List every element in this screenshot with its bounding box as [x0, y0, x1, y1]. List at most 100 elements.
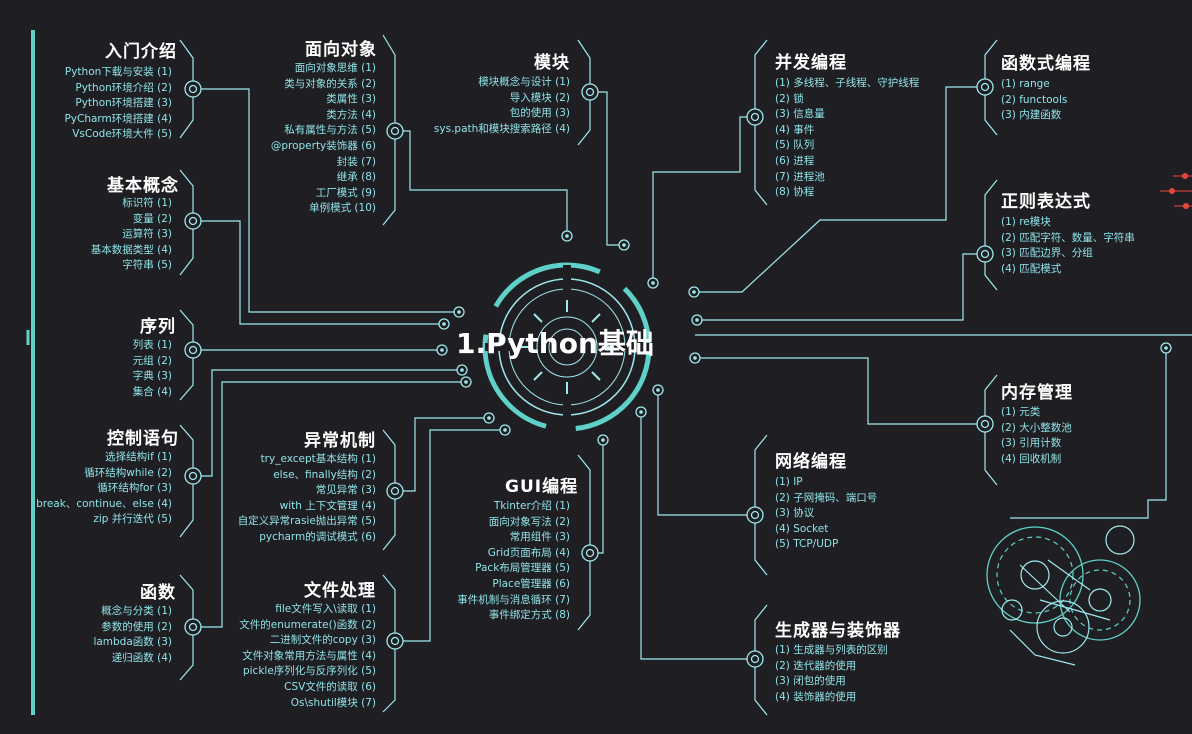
list-item: (5) 队列 [775, 139, 815, 152]
list-item: 工厂模式 (9) [315, 186, 376, 199]
connector-dot-core [440, 348, 444, 352]
list-item: (5) TCP/UDP [775, 538, 839, 551]
list-item: 列表 (1) [132, 339, 172, 351]
list-item: pickle序列化与反序列化 (5) [242, 665, 376, 678]
connector-dot-core [565, 234, 569, 238]
list-item: (1) re模块 [1001, 216, 1051, 228]
module-list: 模块概念与设计 (1) 导入模块 (2) 包的使用 (3) sys.path和模… [434, 75, 570, 137]
connector-dot-core [651, 281, 655, 285]
list-item: 文件对象常用方法与属性 (4) [242, 649, 376, 662]
list-item: file文件写入\读取 (1) [275, 603, 376, 615]
list-item: (7) 进程池 [775, 170, 825, 183]
list-item: with 上下文管理 (4) [279, 499, 376, 512]
list-item: 自定义异常rasie抛出异常 (5) [237, 515, 376, 528]
list-item: sys.path和模块搜索路径 (4) [433, 122, 570, 135]
basics-title: 基本概念 [107, 176, 179, 196]
branch-hub-core [750, 510, 760, 520]
list-item: PyCharm环境搭建 (4) [64, 112, 172, 125]
network-list: (1) IP (2) 子网掩码、端口号 (3) 协议 (4) Socket (5… [775, 475, 877, 553]
basics-list: 标识符 (1) 变量 (2) 运算符 (3) 基本数据类型 (4) 字符串 (5… [91, 196, 172, 274]
branch-hub-core [585, 87, 595, 97]
memory-title: 内存管理 [1001, 383, 1073, 403]
list-item: pycharm的调试模式 (6) [259, 530, 376, 543]
branch-hub-core [188, 345, 198, 355]
list-item: (3) 内建函数 [1001, 109, 1062, 122]
list-item: 递归函数 (4) [111, 651, 172, 664]
list-item: (1) 生成器与列表的区别 [775, 644, 888, 656]
list-item: (3) 闭包的使用 [775, 675, 846, 688]
list-item: else、finally结构 (2) [273, 468, 376, 481]
regex-list: (1) re模块 (2) 匹配字符、数量、字符串 (3) 匹配边界、分组 (4)… [1001, 215, 1135, 277]
intro-list: Python下载与安装 (1) Python环境介绍 (2) Python环境搭… [64, 65, 172, 143]
list-item: (3) 匹配边界、分组 [1001, 247, 1093, 260]
connector-dot-core [656, 388, 660, 392]
branch-hub-core [750, 654, 760, 664]
list-item: (4) 事件 [775, 123, 815, 136]
control-title: 控制语句 [107, 429, 179, 449]
branch-hub-core [390, 486, 400, 496]
list-item: (4) 匹配模式 [1001, 262, 1062, 275]
connector-dot-core [457, 310, 461, 314]
branch-hub-core [750, 112, 760, 122]
list-item: 单例模式 (10) [309, 202, 376, 215]
list-item: CSV文件的读取 (6) [284, 680, 376, 693]
list-item: lambda函数 (3) [93, 636, 172, 649]
list-item: (2) 锁 [775, 92, 804, 105]
branch-hub-core [980, 249, 990, 259]
branch-hub-core [980, 419, 990, 429]
list-item: 循环结构for (3) [97, 482, 172, 495]
list-item: (1) range [1001, 78, 1050, 90]
branch-hub-core [585, 548, 595, 558]
connector-dot-core [639, 410, 643, 414]
list-item: Python下载与安装 (1) [64, 66, 172, 78]
list-item: (4) Socket [775, 522, 829, 535]
branch-hub-core [980, 82, 990, 92]
list-item: 字符串 (5) [122, 259, 172, 272]
list-item: (2) 匹配字符、数量、字符串 [1001, 231, 1135, 244]
branch-hub-core [188, 622, 198, 632]
network-title: 网络编程 [775, 452, 847, 472]
module-title: 模块 [534, 53, 570, 73]
list-item: 运算符 (3) [122, 228, 172, 241]
list-item: (2) 大小整数池 [1001, 421, 1072, 434]
oop-title: 面向对象 [305, 40, 377, 60]
list-item: Python环境介绍 (2) [75, 81, 172, 94]
functional-title: 函数式编程 [1001, 54, 1091, 74]
connector-dot-core [503, 428, 507, 432]
list-item: Pack布局管理器 (5) [475, 562, 570, 575]
list-item: 类方法 (4) [326, 108, 376, 121]
list-item: 标识符 (1) [122, 197, 172, 209]
list-item: 继承 (8) [336, 171, 376, 184]
list-item: (6) 进程 [775, 154, 815, 167]
list-item: 常见异常 (3) [315, 484, 376, 497]
function-title: 函数 [140, 583, 176, 603]
list-item: 包的使用 (3) [509, 107, 570, 120]
concurrency-title: 并发编程 [775, 53, 847, 73]
list-item: 私有属性与方法 (5) [284, 124, 376, 137]
regex-title: 正则表达式 [1001, 192, 1091, 212]
connector-dot-core [601, 438, 605, 442]
connector-dot-core [460, 368, 464, 372]
list-item: 集合 (4) [132, 385, 172, 398]
connector-dot-core [692, 290, 696, 294]
list-item: (1) 多线程、子线程、守护线程 [775, 77, 920, 89]
list-item: (1) IP [775, 476, 803, 488]
function-list: 概念与分类 (1) 参数的使用 (2) lambda函数 (3) 递归函数 (4… [93, 604, 172, 666]
functional-list: (1) range (2) functools (3) 内建函数 [1001, 77, 1067, 124]
list-item: 类与对象的关系 (2) [284, 77, 376, 90]
intro-title: 入门介绍 [105, 42, 177, 62]
list-item: (2) 迭代器的使用 [775, 659, 857, 672]
list-item: Os\shutil模块 (7) [290, 696, 376, 709]
connector-dot-core [695, 318, 699, 322]
list-item: Python环境搭建 (3) [75, 97, 172, 110]
connector-dot-core [442, 322, 446, 326]
list-item: Place管理器 (6) [492, 577, 570, 590]
exception-list: try_except基本结构 (1) else、finally结构 (2) 常见… [238, 452, 376, 546]
list-item: Grid页面布局 (4) [487, 546, 570, 559]
list-item: Tkinter介绍 (1) [493, 500, 570, 512]
concurrency-list: (1) 多线程、子线程、守护线程 (2) 锁 (3) 信息量 (4) 事件 (5… [775, 76, 919, 201]
sequence-list: 列表 (1) 元组 (2) 字典 (3) 集合 (4) [133, 338, 172, 400]
list-item: (2) functools [1001, 93, 1068, 106]
list-item: 概念与分类 (1) [101, 605, 172, 617]
list-item: break、continue、else (4) [36, 497, 172, 510]
